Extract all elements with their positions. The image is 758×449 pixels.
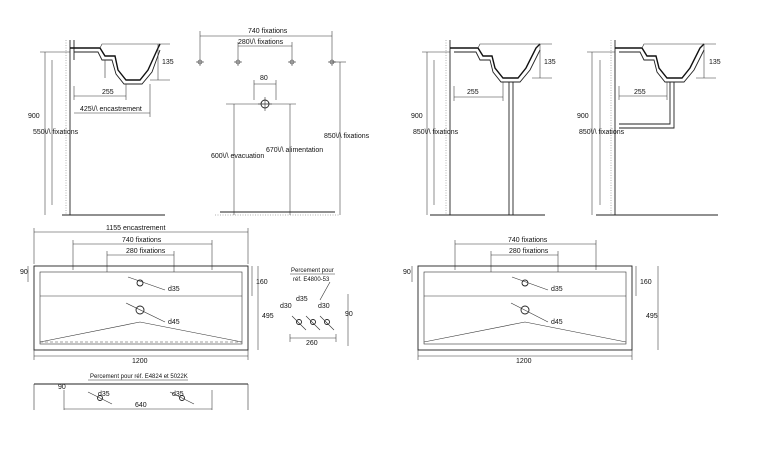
- diameter-45-label-right: d45: [551, 319, 563, 326]
- diameter-35-label-bottom-b: d35: [172, 391, 184, 398]
- side-view-pedestal: 900 850\/\ fixations 135 255: [411, 40, 556, 216]
- bottom-percement-detail: Percement pour réf. E4824 et 5022K 90 64…: [33, 374, 249, 410]
- depth-495-label-right: 495: [646, 313, 658, 320]
- percement-bottom-label: Percement pour réf. E4824 et 5022K: [90, 374, 188, 380]
- edge-90-label-detail: 90: [345, 311, 353, 318]
- spacing-640-label: 640: [135, 402, 147, 409]
- side-view-left: 900 550\/\ fixations 135 255 425\/\ enca…: [28, 40, 174, 216]
- alimentation-670-label: 670\/\ alimentation: [266, 147, 323, 154]
- drain-hole-marker-right: d45: [510, 302, 563, 326]
- depth-495-label-left: 495: [262, 313, 274, 320]
- edge-90-label-right: 90: [403, 269, 411, 276]
- fixations-550-label: 550\/\ fixations: [33, 129, 79, 136]
- width-1200-label-left: 1200: [132, 358, 148, 365]
- depth-135-label-2: 135: [544, 59, 556, 66]
- spacing-80-label: 80: [260, 75, 268, 82]
- top-view-left: 1155 encastrement 740 fixations 280 fixa…: [20, 225, 274, 365]
- tap-hole-marker: d35: [127, 276, 180, 293]
- evacuation-600-label: 600\/\ evacuation: [211, 153, 264, 160]
- width-255-label: 255: [102, 89, 114, 96]
- percement-detail: Percement pour réf. E4800-53 d30 d35 d30…: [280, 268, 353, 347]
- fixations-280-top-label: 280\/\ fixations: [238, 39, 284, 46]
- top-view-right: 740 fixations 280 fixations 1200 90 160 …: [403, 237, 659, 365]
- diameter-30-label-a: d30: [280, 303, 292, 310]
- depth-160-label-left: 160: [256, 279, 268, 286]
- wall-fixation-view: 740 fixations 280\/\ fixations 80 600\/\…: [196, 28, 370, 216]
- percement-ref-label: réf. E4800-53: [293, 277, 330, 283]
- diameter-35-label-detail: d35: [296, 296, 308, 303]
- fixations-850-label-3: 850\/\ fixations: [579, 129, 625, 136]
- encastrement-425-label: 425\/\ encastrement: [80, 106, 142, 113]
- height-900-label: 900: [28, 113, 40, 120]
- fixations-850-label: 850\/\ fixations: [324, 133, 370, 140]
- width-255-label-3: 255: [634, 89, 646, 96]
- fixations-740-top-label: 740 fixations: [248, 28, 288, 35]
- tap-hole-marker-right: d35: [511, 276, 563, 293]
- percement-pour-label: Percement pour: [291, 268, 334, 274]
- diameter-45-label-left: d45: [168, 319, 180, 326]
- fixations-850-label-2: 850\/\ fixations: [413, 129, 459, 136]
- spacing-260-label: 260: [306, 340, 318, 347]
- drain-hole-marker: d45: [125, 302, 180, 326]
- height-900-label-3: 900: [577, 113, 589, 120]
- side-view-bracket: 900 850\/\ fixations 135 255: [577, 40, 721, 216]
- depth-135-label-3: 135: [709, 59, 721, 66]
- diameter-35-label-left: d35: [168, 286, 180, 293]
- depth-135-label: 135: [162, 59, 174, 66]
- edge-90-label-left: 90: [20, 269, 28, 276]
- width-255-label-2: 255: [467, 89, 479, 96]
- hole-pair: [291, 315, 335, 331]
- fixations-280-label-right: 280 fixations: [509, 248, 549, 255]
- width-1200-label-right: 1200: [516, 358, 532, 365]
- encastrement-1155-label: 1155 encastrement: [106, 225, 165, 232]
- diameter-35-label-bottom-a: d35: [98, 391, 110, 398]
- depth-160-label-right: 160: [640, 279, 652, 286]
- edge-90-label-bottom: 90: [58, 384, 66, 391]
- fixations-740-label-right: 740 fixations: [508, 237, 548, 244]
- fixations-280-label-left: 280 fixations: [126, 248, 166, 255]
- height-900-label-2: 900: [411, 113, 423, 120]
- fixation-points: [196, 59, 336, 65]
- fixations-740-label-left: 740 fixations: [122, 237, 162, 244]
- diameter-35-label-right: d35: [551, 286, 563, 293]
- diameter-30-label-b: d30: [318, 303, 330, 310]
